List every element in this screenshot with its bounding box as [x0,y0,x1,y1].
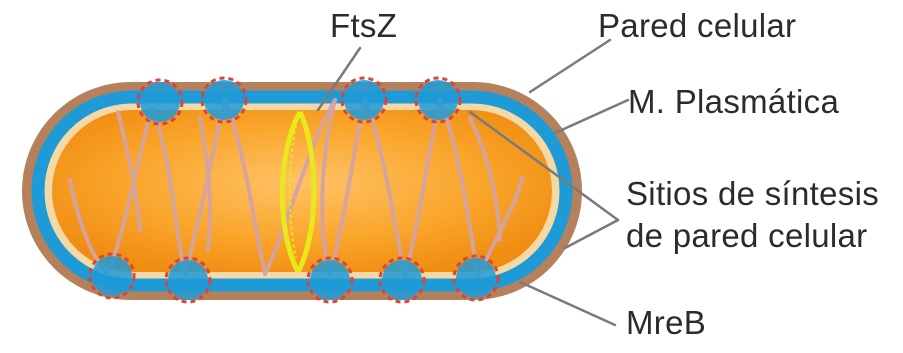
label-cell-wall: Pared celular [598,8,796,44]
leader-line-mreb [520,282,615,325]
leader-line-cell-wall [530,40,610,92]
leader-line-membrane [555,100,628,133]
label-synthesis-line1: Sitios de síntesis [626,176,879,212]
label-plasma-membrane: M. Plasmática [628,84,839,120]
label-mreb: MreB [626,305,706,341]
label-synthesis-line2: de pared celular [626,218,867,254]
label-ftsz: FtsZ [330,8,397,44]
